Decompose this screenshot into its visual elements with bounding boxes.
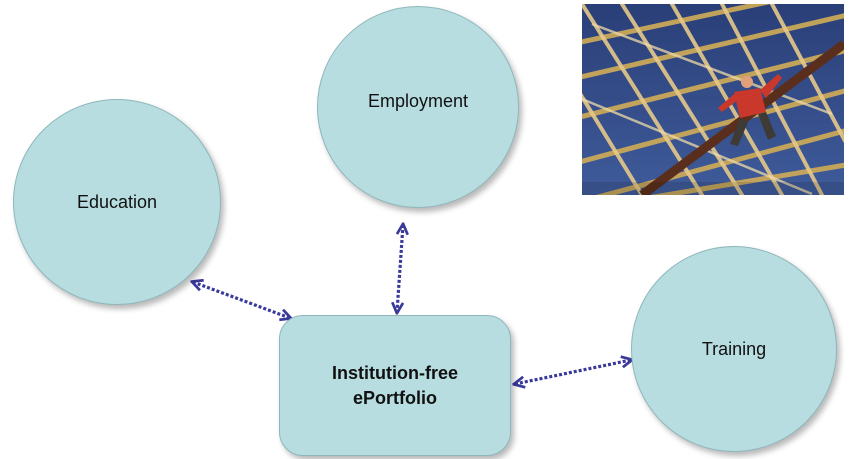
eportfolio-label-line2: ePortfolio: [353, 387, 437, 408]
eportfolio-label-line1: Institution-free: [332, 363, 458, 384]
arrow-employment-center: [397, 225, 403, 312]
training-label: Training: [701, 338, 767, 359]
construction-photo: [582, 4, 844, 195]
arrow-center-training: [515, 360, 631, 384]
training-node: Training: [631, 246, 837, 452]
education-node: Education: [13, 99, 221, 305]
eportfolio-node: Institution-free ePortfolio: [279, 315, 511, 456]
employment-label: Employment: [367, 90, 469, 111]
education-label: Education: [76, 191, 158, 212]
employment-node: Employment: [317, 6, 519, 208]
arrow-education-center: [193, 282, 290, 318]
